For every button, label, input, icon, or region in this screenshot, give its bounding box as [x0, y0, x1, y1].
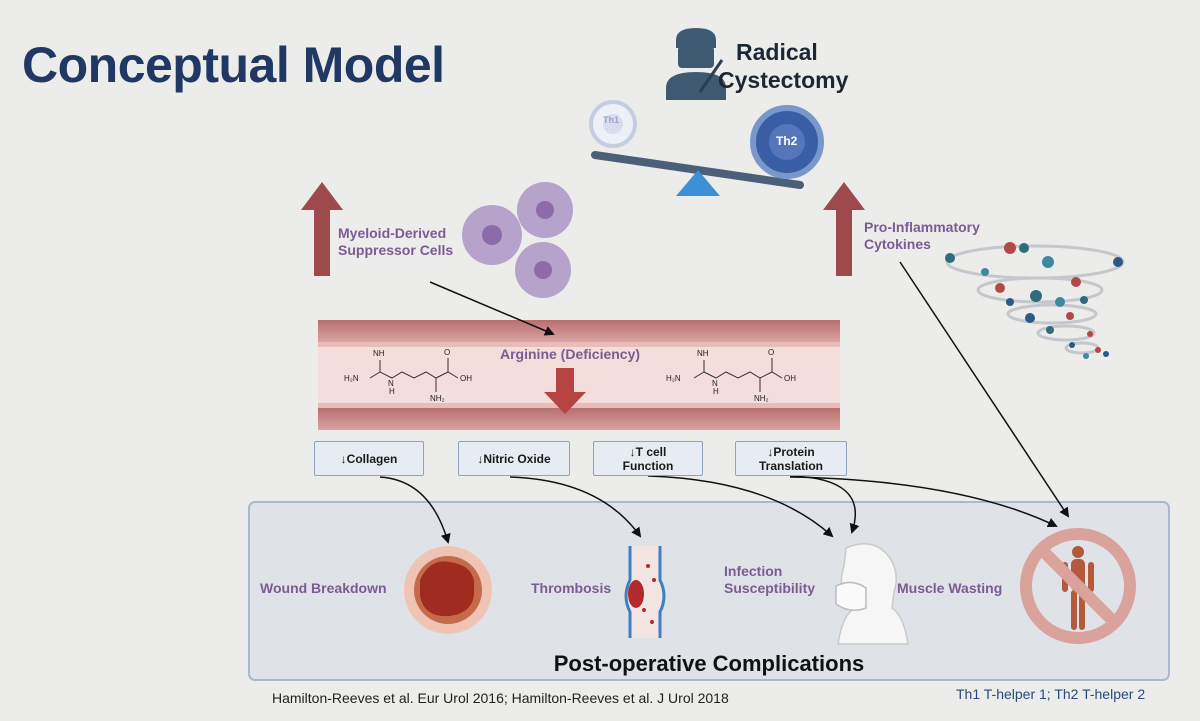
citation-text: Hamilton-Reeves et al. Eur Urol 2016; Ha…	[272, 690, 729, 706]
protein-to-muscle-arrow	[789, 476, 1058, 528]
masked-person-icon	[835, 543, 909, 645]
molecule-h2n-left: H₂N	[344, 374, 359, 383]
cytokine-tornado-icon	[945, 242, 1125, 359]
increase-arrow-left-icon	[301, 182, 343, 276]
surgery-line2: Cystectomy	[718, 67, 849, 93]
molecule-nh2-right: NH₂	[754, 394, 769, 403]
mdsc-cells-icon	[462, 182, 573, 298]
molecule-h-right: H	[713, 387, 719, 396]
effect-tcell-line1: ↓T cell	[629, 444, 667, 459]
post-op-panel	[248, 501, 1170, 681]
effect-protein-line2: Translation	[758, 458, 823, 473]
nitric-oxide-to-thrombosis-arrow	[509, 476, 642, 538]
arginine-molecule-left-icon	[369, 358, 459, 392]
effect-protein-box: ↓Protein Translation	[735, 441, 847, 476]
th1-label: Th1	[603, 115, 620, 125]
page-title: Conceptual Model	[22, 37, 445, 93]
cytokines-line2: Cytokines	[864, 236, 931, 252]
abbreviations-text: Th1 T-helper 1; Th2 T-helper 2	[956, 686, 1146, 702]
decrease-arrow-icon	[544, 368, 586, 414]
tcell-to-infection-arrow	[647, 475, 834, 538]
cytokines-line1: Pro-Inflammatory	[864, 219, 980, 235]
cytokines-to-muscle-arrow	[899, 261, 1070, 518]
molecule-oh-left: OH	[460, 374, 472, 383]
molecule-h-left: H	[389, 387, 395, 396]
molecule-o-left: O	[444, 348, 450, 357]
post-operative-complications-title: Post-operative Complications	[553, 651, 865, 676]
collagen-to-wound-arrow	[379, 476, 451, 544]
effect-tcell-line2: Function	[622, 458, 674, 473]
increase-arrow-right-icon	[823, 182, 865, 276]
effect-nitric-oxide-line1: ↓Nitric Oxide	[477, 451, 551, 466]
mdsc-line1: Myeloid-Derived	[338, 225, 447, 241]
molecule-nh2-left: NH₂	[430, 394, 445, 403]
surgery-line1: Radical	[736, 39, 818, 65]
effect-collagen-box: ↓Collagen	[314, 441, 424, 476]
connector-arrows	[379, 261, 1070, 544]
muscle-wasting-label: Muscle Wasting	[897, 580, 1003, 596]
th-balance-seesaw	[589, 100, 824, 196]
thrombosis-label: Thrombosis	[531, 580, 612, 596]
infection-susceptibility-label: Infection Susceptibility	[724, 563, 815, 597]
cytokines-label: Pro-Inflammatory Cytokines	[864, 219, 980, 253]
surgeon-icon	[666, 28, 726, 100]
infection-line2: Susceptibility	[724, 580, 816, 596]
molecule-o-right: O	[768, 348, 774, 357]
arginine-molecule-right-icon	[693, 358, 783, 392]
no-muscle-wasting-icon	[1020, 528, 1136, 644]
wound-icon	[404, 546, 492, 634]
wound-breakdown-label: Wound Breakdown	[260, 580, 387, 596]
thrombosis-vessel-icon	[624, 546, 666, 638]
th2-label: Th2	[776, 134, 798, 148]
molecule-nh-left: NH	[373, 349, 385, 358]
molecule-oh-right: OH	[784, 374, 796, 383]
mdsc-to-vessel-arrow	[429, 281, 555, 336]
mdsc-line2: Suppressor Cells	[338, 242, 454, 258]
molecule-n-left: N	[388, 379, 394, 388]
effect-tcell-box: ↓T cell Function	[593, 441, 703, 476]
arginine-label: Arginine (Deficiency)	[500, 346, 641, 362]
infection-line1: Infection	[724, 563, 783, 579]
blood-vessel	[318, 320, 840, 430]
molecule-n-right: N	[712, 379, 718, 388]
effect-nitric-oxide-box: ↓Nitric Oxide	[458, 441, 570, 476]
mdsc-label: Myeloid-Derived Suppressor Cells	[338, 225, 453, 259]
effect-collagen-line1: ↓Collagen	[340, 451, 398, 466]
molecule-nh-right: NH	[697, 349, 709, 358]
radical-cystectomy-label: Radical Cystectomy	[718, 38, 848, 94]
molecule-h2n-right: H₂N	[666, 374, 681, 383]
effect-protein-line1: ↓Protein	[767, 444, 815, 459]
